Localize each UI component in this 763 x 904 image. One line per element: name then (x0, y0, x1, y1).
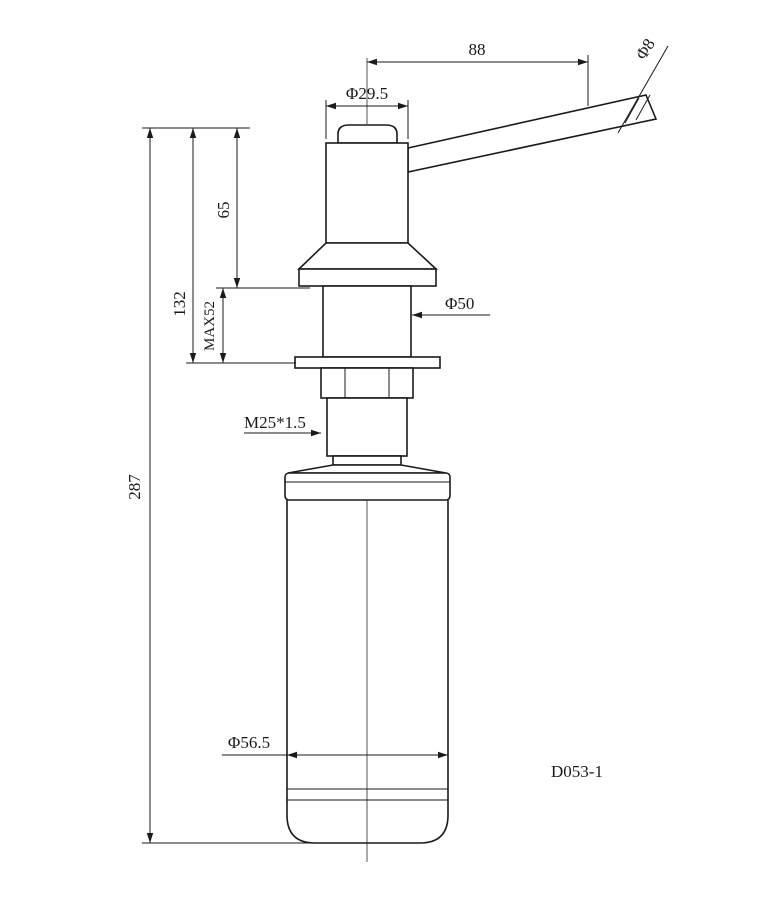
threaded-shank-upper (322, 285, 412, 358)
leader-line-spout-diameter (617, 45, 669, 134)
pump-head-body (325, 142, 409, 244)
spout-tube (407, 94, 658, 173)
dim-label-spout-diameter: Φ8 (632, 35, 659, 63)
dim-label-spout-reach: 88 (469, 40, 486, 59)
dim-label-flange-diameter: Φ50 (445, 294, 474, 313)
dim-label-overall-height: 287 (125, 474, 144, 500)
bottle-collar (284, 472, 451, 501)
head-flare (297, 242, 439, 270)
pump-head-cap (337, 124, 398, 144)
spout-break-mark (624, 97, 640, 124)
dim-label-max-deck: MAX52 (202, 301, 218, 351)
bottle-shoulder (287, 464, 447, 474)
dim-label-head-diameter: Φ29.5 (346, 84, 388, 103)
spout-break-mark (635, 94, 651, 121)
bottle-neck (332, 455, 402, 466)
part-number-label: D053-1 (551, 762, 603, 781)
dim-label-bottle-diameter: Φ56.5 (228, 733, 270, 752)
washer (294, 356, 441, 369)
dim-label-above-counter: 132 (170, 291, 189, 317)
mounting-nut (320, 367, 414, 399)
bottle-body (286, 500, 449, 844)
threaded-shank-lower (326, 397, 408, 457)
dim-label-thread-spec: M25*1.5 (244, 413, 306, 432)
dim-label-head-height: 65 (214, 202, 233, 219)
deck-flange (298, 268, 437, 287)
